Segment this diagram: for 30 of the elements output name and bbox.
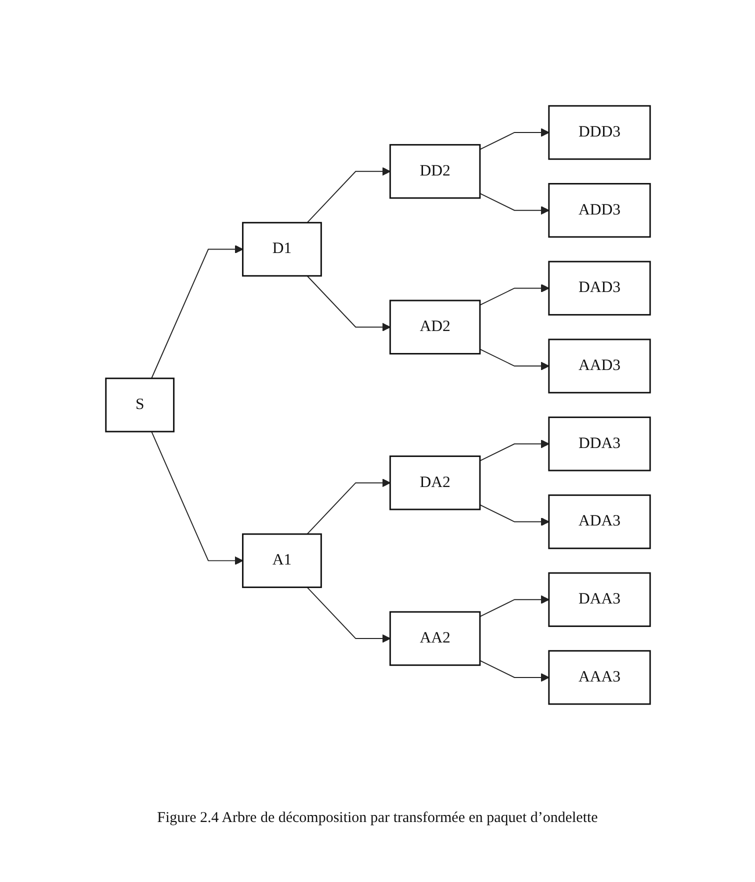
node-box: AAA3 (548, 650, 650, 705)
node-box: DDD3 (548, 105, 650, 160)
node-box: AD2 (388, 300, 480, 354)
node-box: AAD3 (548, 338, 650, 394)
node-box: DD2 (388, 144, 480, 199)
node-box: DA2 (388, 456, 480, 510)
node-box: DDA3 (548, 416, 650, 472)
arrow (150, 431, 243, 566)
node-box: S (104, 378, 174, 432)
arrow (306, 586, 390, 643)
node-box: AA2 (388, 611, 480, 666)
arrow (478, 595, 549, 618)
node-box: DAA3 (548, 572, 650, 627)
node-box: A1 (242, 533, 322, 588)
figure-caption: Figure 2.4 Arbre de décomposition par transformée en paquet d’ondelette (157, 810, 598, 827)
arrow (478, 128, 549, 150)
arrow (306, 478, 390, 535)
arrow (478, 660, 549, 682)
arrow (478, 440, 549, 462)
node-box: ADA3 (548, 494, 650, 550)
node-box: D1 (242, 222, 322, 277)
arrow (306, 275, 390, 332)
arrow (150, 244, 243, 379)
node-box: ADD3 (548, 183, 650, 238)
arrow (306, 167, 390, 224)
arrow (478, 348, 549, 370)
node-box: DAD3 (548, 260, 650, 316)
arrow (478, 192, 549, 215)
arrow (478, 284, 549, 306)
arrow (478, 504, 549, 526)
